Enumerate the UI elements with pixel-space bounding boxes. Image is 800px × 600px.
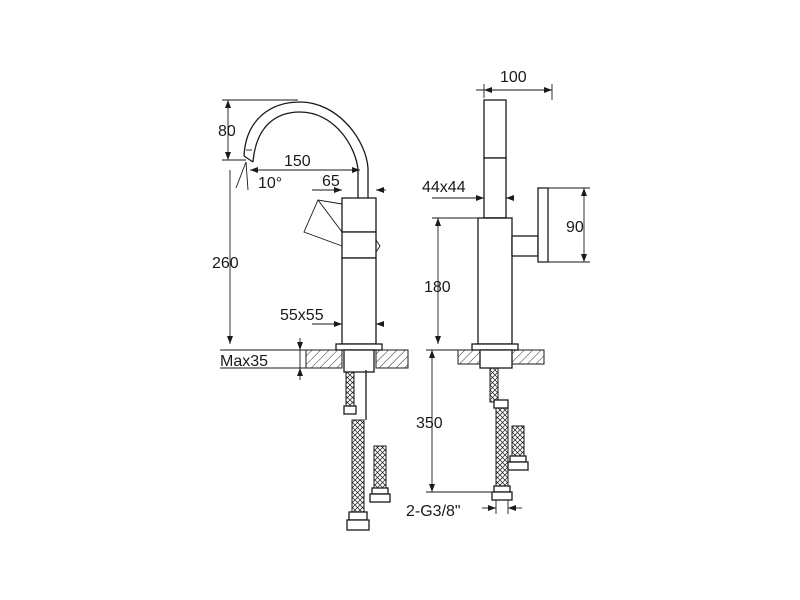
dim-label-100: 100 [500, 69, 527, 86]
front-counter-right [375, 349, 409, 369]
dim-label-connection: 2-G3/8" [406, 503, 461, 520]
front-body-upper [341, 197, 377, 233]
dim-label-150: 150 [284, 153, 311, 170]
side-counter-left [457, 349, 481, 365]
dim-label-180: 180 [424, 279, 451, 296]
dim-label-80: 80 [218, 123, 236, 140]
side-lever-stem [511, 235, 539, 257]
dim-label-max35: Max35 [220, 353, 268, 370]
spout-inner [252, 111, 359, 198]
front-counter-left [305, 349, 343, 369]
front-hose-long [351, 419, 365, 513]
front-body-lower [341, 231, 377, 259]
front-base-plate [335, 343, 383, 351]
dim-label-44x44: 44x44 [422, 179, 466, 196]
front-threaded-stud [345, 371, 355, 407]
side-counter-right [511, 349, 545, 365]
side-lever-paddle [537, 187, 549, 263]
dim-label-350: 350 [416, 415, 443, 432]
side-hose-short [511, 425, 525, 457]
spout-outer [243, 101, 369, 198]
front-body-column [341, 257, 377, 345]
side-base-plate [471, 343, 519, 351]
dim-label-260: 260 [212, 255, 239, 272]
side-hose-long [495, 407, 509, 487]
side-body [477, 217, 513, 345]
front-hose-short [373, 445, 387, 489]
side-threaded-stud [489, 367, 499, 403]
dim-label-10deg: 10° [258, 175, 282, 192]
dim-label-90: 90 [566, 219, 584, 236]
front-handle-outline [303, 199, 381, 253]
dim-label-65: 65 [322, 173, 340, 190]
side-view: 100 44x44 90 180 350 2-G3/8" [406, 69, 590, 520]
side-spout-top [483, 99, 507, 159]
side-spout-mid [483, 157, 507, 219]
front-view: 80 10° 150 65 260 55x55 Max35 [212, 99, 409, 531]
dim-label-55x55: 55x55 [280, 307, 324, 324]
